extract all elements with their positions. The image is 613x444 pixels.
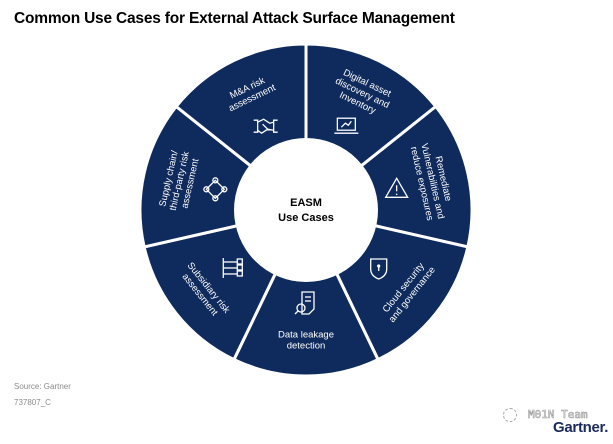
handshake-icon — [253, 118, 278, 135]
watermark: M01N Team — [528, 408, 588, 422]
center-label-line2: Use Cases — [278, 212, 334, 224]
source-note: Source: Gartner — [14, 382, 71, 391]
gartner-logo: Gartner. — [553, 419, 609, 436]
center-circle — [234, 138, 378, 282]
document-search-icon — [294, 291, 315, 315]
segment-label-line: Data leakage — [278, 330, 334, 341]
laptop-chart-icon — [334, 117, 359, 134]
hierarchy-icon — [222, 257, 243, 278]
center-label-line1: EASM — [290, 197, 322, 209]
wechat-icon — [503, 408, 517, 422]
figure-code: 737807_C — [14, 398, 51, 407]
shield-lock-icon — [370, 258, 388, 280]
diagram-title: Common Use Cases for External Attack Sur… — [14, 10, 455, 27]
segment-label-line: detection — [287, 341, 326, 352]
network-nodes-icon — [203, 177, 228, 202]
warning-triangle-icon — [384, 177, 409, 198]
brand-name: Gartner — [553, 419, 605, 436]
